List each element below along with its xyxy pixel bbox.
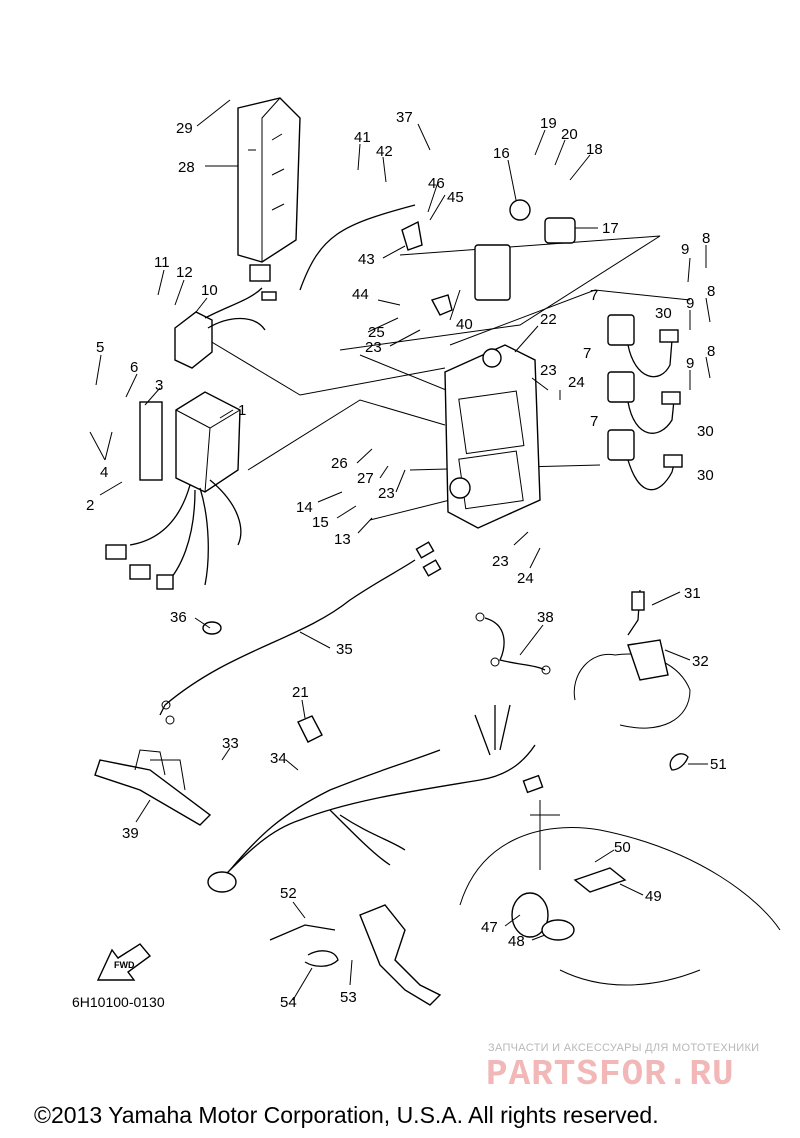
fwd-arrow-icon: FWD [96,943,152,981]
main-switch-part-47 [459,800,781,986]
callout-1: 1 [238,402,246,419]
callout-54: 54 [280,994,297,1011]
callout-20: 20 [561,126,578,143]
callout-28: 28 [178,159,195,176]
switch-part-32 [573,589,691,729]
callout-30b: 30 [697,423,714,440]
callout-31: 31 [684,585,701,602]
callout-9c: 9 [686,355,694,372]
callout-36: 36 [170,609,187,626]
callout-8a: 8 [702,230,710,247]
callout-3: 3 [155,377,163,394]
callout-16: 16 [493,145,510,162]
callout-6: 6 [130,359,138,376]
callout-17: 17 [602,220,619,237]
callout-15: 15 [312,514,329,531]
callout-10: 10 [201,282,218,299]
callout-29: 29 [176,120,193,137]
small-clips-part-21-36-51 [202,621,689,771]
bracket-part-53 [269,904,442,1006]
callout-51: 51 [710,756,727,773]
ignition-coils-part-7 [607,314,635,461]
callout-35: 35 [336,641,353,658]
callout-7a: 7 [590,287,598,304]
callout-23c: 23 [378,485,395,502]
callout-50: 50 [614,839,631,856]
copyright-notice: ©2013 Yamaha Motor Corporation, U.S.A. A… [34,1102,659,1128]
callout-14: 14 [296,499,313,516]
callout-12: 12 [176,264,193,281]
callout-19: 19 [540,115,557,132]
callout-11: 11 [154,254,170,271]
callout-9a: 9 [681,241,689,258]
callout-52: 52 [280,885,297,902]
plug-caps-part-30 [627,329,683,491]
reference-code: 6H10100-0130 [72,994,165,1010]
callout-24a: 24 [568,374,585,391]
callout-39: 39 [122,825,139,842]
callout-25: 25 [368,324,385,341]
watermark-logo: PARTSFOR.RU [486,1054,735,1095]
callout-42: 42 [376,143,393,160]
callout-30c: 30 [697,467,714,484]
callout-46: 46 [428,175,445,192]
cdi-unit-part-1 [105,391,242,590]
callout-8b: 8 [707,283,715,300]
callout-45: 45 [447,189,464,206]
watermark-tagline: ЗАПЧАСТИ И АКСЕССУАРЫ ДЛЯ МОТОТЕХНИКИ [488,1042,760,1054]
guide-lines [199,235,691,521]
callout-numbers: 1 2 3 4 5 6 7 7 7 8 8 8 9 9 9 10 11 12 1… [86,109,727,1011]
callout-26: 26 [331,455,348,472]
callout-23b: 23 [540,362,557,379]
callout-7b: 7 [583,345,591,362]
callout-9b: 9 [686,295,694,312]
callout-32: 32 [692,653,709,670]
callout-34: 34 [270,750,287,767]
callout-27: 27 [357,470,374,487]
callout-23d: 23 [492,553,509,570]
callout-33: 33 [222,735,239,752]
callout-48: 48 [508,933,525,950]
callout-7c: 7 [590,413,598,430]
callout-37: 37 [396,109,413,126]
callout-38: 38 [537,609,554,626]
callout-53: 53 [340,989,357,1006]
callout-5: 5 [96,339,104,356]
rectifier-part-10 [174,264,277,369]
coil-cover-part-28 [237,97,301,263]
leader-lines [89,99,711,1001]
callout-30a: 30 [655,305,672,322]
callout-2: 2 [86,497,94,514]
callout-47: 47 [481,919,498,936]
callout-40: 40 [456,316,473,333]
callout-13: 13 [334,531,351,548]
relay-assembly-part-40 [299,199,576,316]
wiring-harness-part-33 [207,704,544,893]
fwd-label: FWD [114,960,135,970]
callout-8c: 8 [707,343,715,360]
callout-43: 43 [358,251,375,268]
callout-23a: 23 [365,339,382,356]
callout-49: 49 [645,888,662,905]
callout-24b: 24 [517,570,534,587]
clamp-plate-part-39 [94,749,212,826]
bracket-plate-part-22 [444,344,541,529]
callout-41: 41 [354,129,371,146]
callout-22: 22 [540,311,557,328]
leads-part-35-38 [159,541,551,725]
callout-4: 4 [100,464,108,481]
callout-44: 44 [352,286,369,303]
callout-21: 21 [292,684,309,701]
callout-18: 18 [586,141,603,158]
